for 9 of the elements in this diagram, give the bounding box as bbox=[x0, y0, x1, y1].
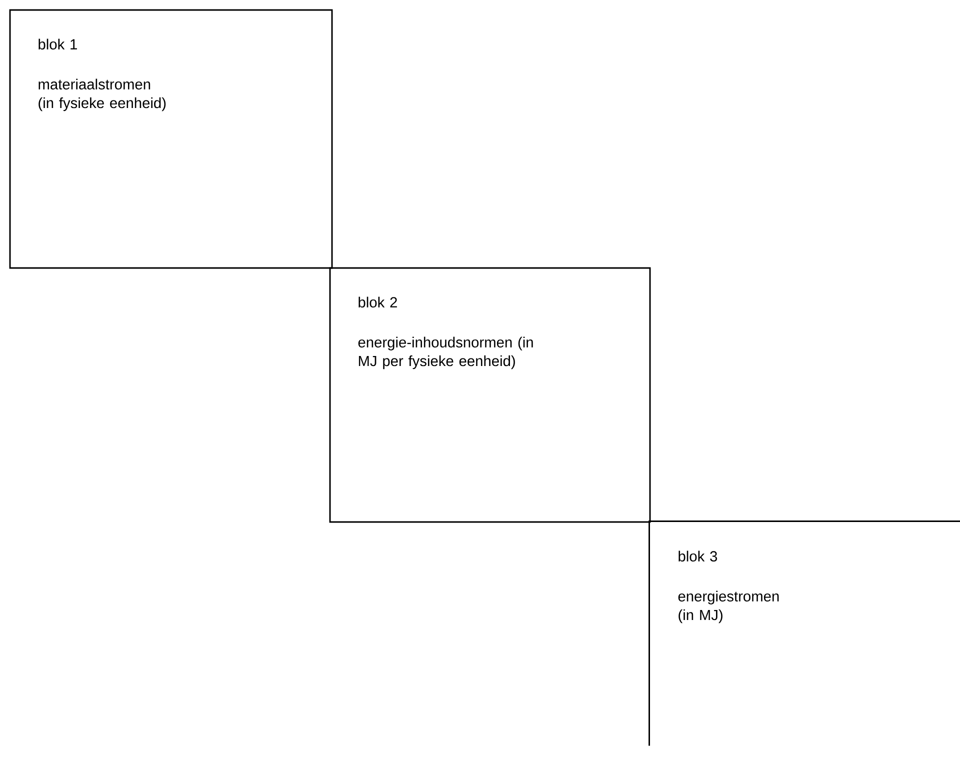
block-description: energiestromen (in MJ) bbox=[678, 590, 779, 624]
block-heading: blok 1 bbox=[38, 38, 77, 50]
block-heading: blok 2 bbox=[358, 296, 397, 308]
block-description: energie-inhoudsnormen (in MJ per fysieke eenheid) bbox=[358, 336, 533, 370]
block-box bbox=[329, 267, 651, 523]
block-heading: blok 3 bbox=[678, 550, 718, 562]
block-box bbox=[9, 9, 333, 269]
block-description: materiaalstromen (in fysieke eenheid) bbox=[38, 78, 166, 112]
block-box bbox=[648, 520, 960, 746]
